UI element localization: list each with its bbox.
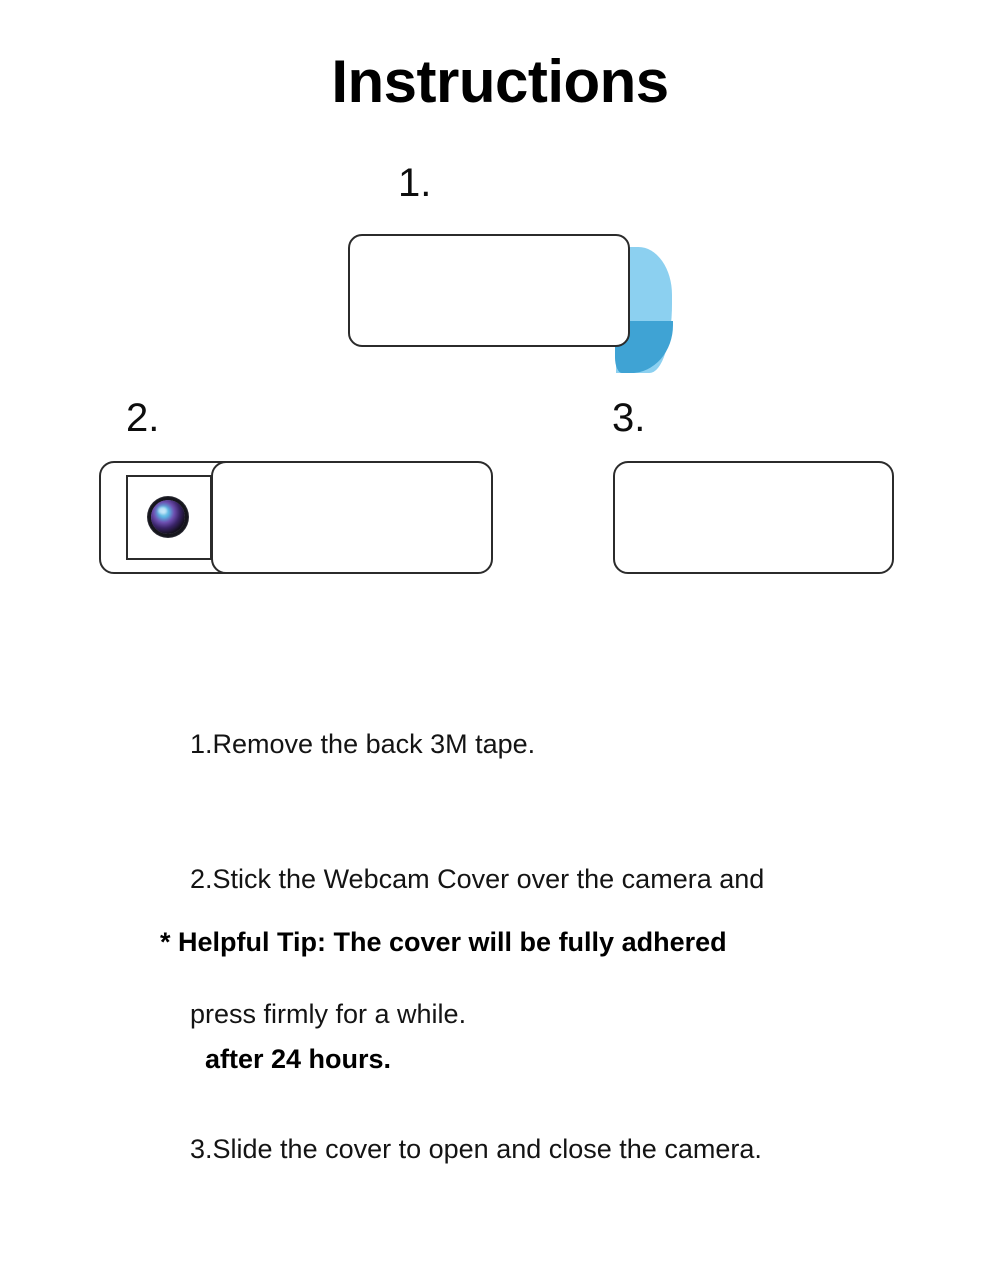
webcam-cover-closed-step3 — [613, 461, 894, 574]
step-1-figure — [330, 225, 690, 385]
helpful-tip-line-1: * Helpful Tip: The cover will be fully a… — [160, 927, 727, 957]
helpful-tip-line-2: after 24 hours. — [205, 1044, 392, 1074]
webcam-cover-body-step1 — [348, 234, 630, 347]
sliding-shutter-panel — [211, 461, 493, 574]
step-2-figure — [90, 450, 510, 590]
helpful-tip: * Helpful Tip: The cover will be fully a… — [160, 845, 920, 1157]
step-number-3: 3. — [612, 396, 646, 440]
camera-lens-icon — [151, 500, 185, 534]
instruction-line-2: 2.Stick the Webcam Cover over the camera… — [190, 864, 765, 894]
instruction-sheet: Instructions 1. 2. 3. 1.Remove the back … — [0, 0, 1000, 1000]
step-3-figure — [600, 450, 920, 590]
page-title: Instructions — [331, 48, 669, 115]
instruction-line-1: 1.Remove the back 3M tape. — [190, 729, 536, 759]
step-number-2: 2. — [126, 396, 160, 440]
step-number-1: 1. — [398, 161, 432, 205]
